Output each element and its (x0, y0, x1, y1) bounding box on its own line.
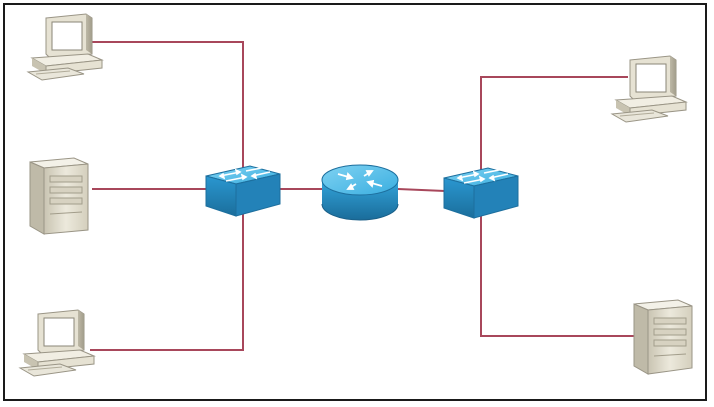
switch-icon (443, 167, 519, 219)
link-router-center-switch-right (397, 188, 446, 192)
workstation-icon (18, 309, 96, 377)
server-icon (633, 299, 693, 375)
link-switch-right-pc-top-right (480, 76, 628, 178)
link-pc-bottom-left-switch-left (90, 210, 244, 351)
router-icon (321, 164, 399, 221)
diagram-border (3, 3, 707, 401)
server-icon (29, 157, 89, 235)
workstation-icon (610, 55, 688, 123)
link-pc-top-left-switch-left (90, 41, 244, 172)
link-switch-right-server-bottom-right (480, 212, 635, 337)
workstation-icon (26, 13, 104, 81)
switch-icon (205, 165, 281, 217)
